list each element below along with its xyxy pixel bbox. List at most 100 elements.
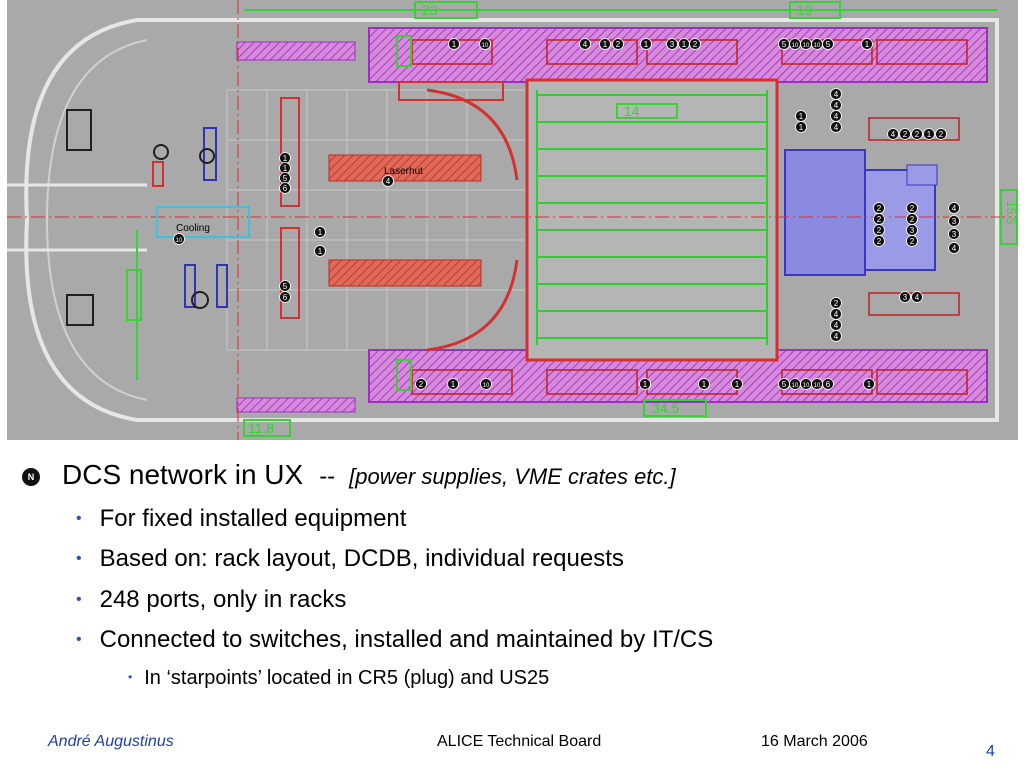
port-marker: 2 — [906, 213, 918, 225]
port-marker: 1 — [640, 38, 652, 50]
port-marker-label: 2 — [834, 299, 839, 308]
port-marker: 1 — [279, 162, 291, 174]
port-marker-label: 2 — [616, 40, 621, 49]
port-marker: 10 — [800, 378, 812, 390]
port-marker-label: 6 — [283, 293, 288, 302]
port-marker: 2 — [612, 38, 624, 50]
port-marker: 3 — [948, 228, 960, 240]
cavern-layout-drawing: 23 19 14 15.5 34.5 11.8 Laserhut Cooling… — [7, 0, 1018, 440]
port-marker: 3 — [666, 38, 678, 50]
port-marker-label: 2 — [877, 204, 882, 213]
page-number: 4 — [986, 743, 995, 760]
port-marker-label: 5 — [782, 380, 787, 389]
bullet-dot-icon: • — [76, 510, 82, 527]
port-marker-label: 10 — [814, 383, 821, 389]
port-marker-label: 3 — [670, 40, 675, 49]
port-marker: 10 — [789, 378, 801, 390]
port-marker: 2 — [873, 235, 885, 247]
port-marker-label: 3 — [952, 217, 957, 226]
port-marker: 1 — [448, 38, 460, 50]
port-marker: 2 — [935, 128, 947, 140]
port-marker: 1 — [698, 378, 710, 390]
sub-bullet-text: 248 ports, only in racks — [99, 586, 347, 613]
port-marker: 4 — [830, 308, 842, 320]
port-marker-label: 10 — [803, 43, 810, 49]
sub-bullet-4: • Connected to switches, installed and m… — [76, 626, 713, 654]
port-marker-label: 10 — [803, 383, 810, 389]
port-marker: 1 — [639, 378, 651, 390]
port-marker: 4 — [382, 175, 394, 187]
port-marker-label: 1 — [452, 40, 457, 49]
dim-bottom-left-text: 11.8 — [248, 420, 274, 436]
port-marker-label: 10 — [792, 43, 799, 49]
port-marker: 2 — [911, 128, 923, 140]
port-marker-label: 10 — [176, 238, 183, 244]
port-marker: 10 — [789, 38, 801, 50]
footer-title: ALICE Technical Board — [437, 733, 602, 750]
port-marker: 1 — [861, 38, 873, 50]
port-marker: 1 — [863, 378, 875, 390]
port-marker: 2 — [906, 202, 918, 214]
port-marker-label: 4 — [834, 101, 839, 110]
port-marker-label: 2 — [877, 215, 882, 224]
port-marker: 4 — [911, 291, 923, 303]
port-marker: 10 — [480, 378, 492, 390]
port-marker-label: 6 — [283, 184, 288, 193]
port-marker: 4 — [948, 202, 960, 214]
port-marker-label: 10 — [814, 43, 821, 49]
port-marker-label: 4 — [834, 332, 839, 341]
port-marker-label: 1 — [682, 40, 687, 49]
port-marker-label: 3 — [952, 230, 957, 239]
sub-bullet-text: For fixed installed equipment — [99, 505, 407, 532]
port-marker-label: 4 — [834, 123, 839, 132]
sub-sub-bullet-text: In ‘starpoints’ located in CR5 (plug) an… — [144, 667, 550, 689]
port-marker: 10 — [811, 38, 823, 50]
port-marker-label: 10 — [792, 383, 799, 389]
port-marker: 4 — [887, 128, 899, 140]
sub-bullet-2: • Based on: rack layout, DCDB, individua… — [76, 545, 624, 573]
port-marker-label: 1 — [865, 40, 870, 49]
port-marker: 2 — [689, 38, 701, 50]
port-marker: 3 — [906, 224, 918, 236]
sub-sub-bullet: • In ‘starpoints’ located in CR5 (plug) … — [128, 667, 549, 690]
port-marker-label: 1 — [643, 380, 648, 389]
bullet-dot-icon: • — [76, 631, 82, 648]
cooling-label: Cooling — [176, 223, 210, 234]
port-marker-label: 4 — [834, 90, 839, 99]
dim-right-text: 15.5 — [1004, 201, 1018, 225]
bullet-dot-icon: • — [76, 591, 82, 608]
port-marker: 2 — [873, 224, 885, 236]
port-marker-label: 1 — [318, 247, 323, 256]
laserhut-label: Laserhut — [384, 166, 423, 177]
layout-svg: 23 19 14 15.5 34.5 11.8 Laserhut Cooling… — [7, 0, 1018, 440]
port-marker: 4 — [830, 99, 842, 111]
port-marker-label: 1 — [799, 123, 804, 132]
port-marker: 5 — [822, 38, 834, 50]
footer-author: André Augustinus — [48, 733, 174, 750]
port-marker-label: 1 — [451, 380, 456, 389]
bullet-dot-icon: • — [76, 550, 82, 567]
sub-bullet-text: Based on: rack layout, DCDB, individual … — [99, 545, 624, 572]
port-marker-label: 1 — [735, 380, 740, 389]
main-bullet: N DCS network in UX -- [power supplies, … — [22, 459, 676, 491]
port-marker: 2 — [830, 297, 842, 309]
port-marker: 10 — [800, 38, 812, 50]
port-marker-label: 1 — [927, 130, 932, 139]
port-marker-label: 1 — [799, 112, 804, 121]
port-marker-label: 10 — [483, 383, 490, 389]
port-marker: 10 — [479, 38, 491, 50]
port-marker: 2 — [415, 378, 427, 390]
port-marker: 4 — [830, 330, 842, 342]
port-marker-label: 2 — [939, 130, 944, 139]
port-marker: 2 — [873, 202, 885, 214]
port-marker-label: 1 — [702, 380, 707, 389]
main-bullet-separator: -- — [319, 463, 336, 490]
sub-bullet-text: Connected to switches, installed and mai… — [99, 626, 714, 653]
port-marker: 5 — [778, 38, 790, 50]
port-marker: 4 — [830, 110, 842, 122]
port-marker-label: 2 — [693, 40, 698, 49]
port-marker: 3 — [948, 215, 960, 227]
sub-bullet-1: • For fixed installed equipment — [76, 505, 406, 533]
port-marker: 1 — [923, 128, 935, 140]
main-bullet-text: DCS network in UX — [62, 459, 304, 490]
